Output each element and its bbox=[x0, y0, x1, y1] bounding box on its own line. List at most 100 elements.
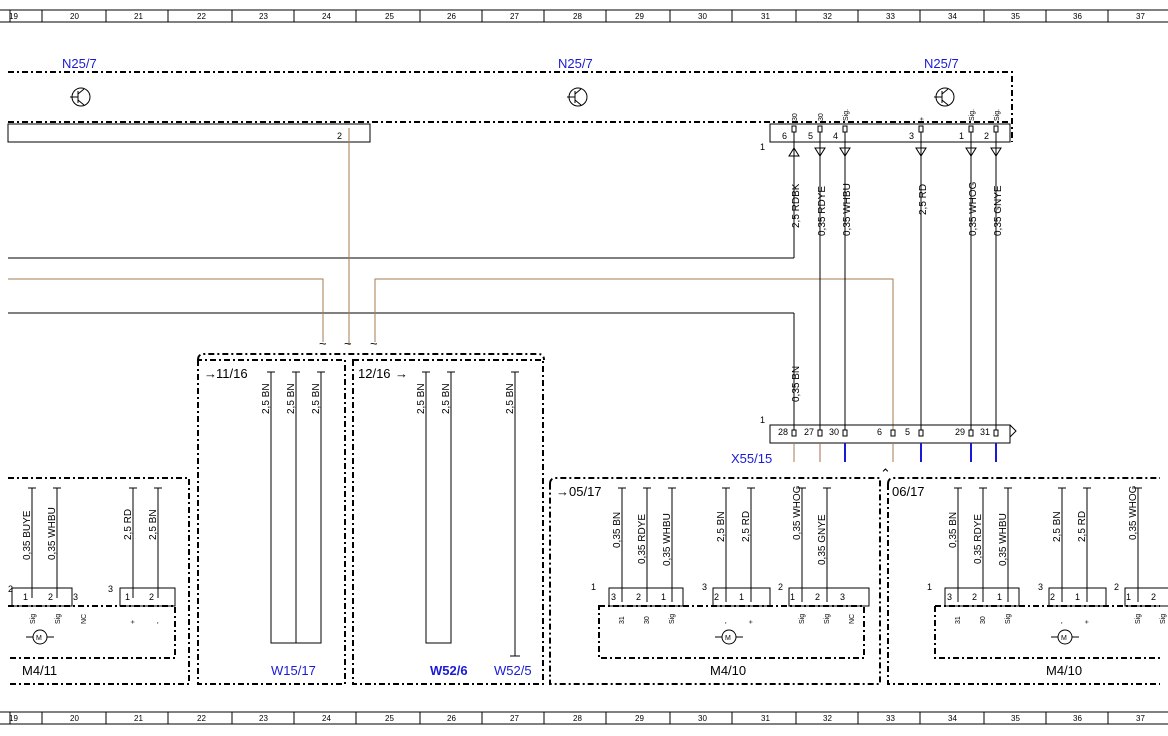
connector-number: 1 bbox=[760, 415, 765, 425]
pin-label: 1 bbox=[997, 592, 1002, 602]
pin-type: 30 bbox=[818, 113, 825, 121]
pin-label: 1 bbox=[959, 131, 964, 141]
wire-label: 0,35 WHBU bbox=[47, 507, 58, 560]
w52-6-label[interactable]: W52/6 bbox=[430, 663, 468, 678]
ruler-number: 32 bbox=[823, 12, 832, 21]
pin-label: 3 bbox=[73, 592, 78, 602]
wire-brown-left[interactable] bbox=[8, 278, 324, 342]
m4-11-motor-box bbox=[8, 605, 176, 659]
m4-10-motor-box-a bbox=[598, 605, 865, 659]
ruler-number: 36 bbox=[1073, 714, 1082, 723]
connector-strip-right bbox=[769, 123, 1011, 143]
conn-num: 2 bbox=[8, 584, 13, 594]
ruler-number: 21 bbox=[134, 12, 143, 21]
ruler-number: 29 bbox=[635, 12, 644, 21]
ruler-number: 33 bbox=[886, 714, 895, 723]
pin-label: 4 bbox=[833, 131, 838, 141]
ruler-number: 23 bbox=[259, 12, 268, 21]
wire-brown-right[interactable] bbox=[374, 278, 894, 430]
pin-label: 1 bbox=[125, 592, 130, 602]
pin-label: 2 bbox=[972, 592, 977, 602]
arrow-icon: → bbox=[204, 366, 217, 381]
pin-label: 6 bbox=[877, 427, 882, 437]
wire-label: 0,35 WHBU bbox=[842, 183, 853, 236]
pin-type: - bbox=[1059, 621, 1066, 624]
transistor-icon bbox=[70, 87, 91, 107]
wire-label: 0,35 WHOG bbox=[968, 181, 979, 236]
break-icon: ⌃ bbox=[880, 466, 891, 481]
conn-num: 3 bbox=[108, 584, 113, 594]
pin-contact bbox=[968, 125, 974, 133]
m4-11-label[interactable]: M4/11 bbox=[22, 663, 57, 678]
pin-contact bbox=[842, 125, 848, 133]
m4-10-label-b[interactable]: M4/10 bbox=[1046, 663, 1082, 678]
pin-contact bbox=[968, 429, 974, 437]
ruler-number: 19 bbox=[9, 714, 18, 723]
pin-label: 2 bbox=[149, 592, 154, 602]
ruler-number: 33 bbox=[886, 12, 895, 21]
m4-11-box bbox=[8, 477, 190, 685]
conn-num: 1 bbox=[591, 582, 596, 592]
ruler-number: 37 bbox=[1136, 714, 1145, 723]
w15-17-label[interactable]: W15/17 bbox=[271, 663, 316, 678]
wire-label: 0,35 BUYE bbox=[22, 510, 33, 560]
pin-label: 5 bbox=[905, 427, 910, 437]
pin-label: 2 bbox=[48, 592, 53, 602]
pin-label: 3 bbox=[611, 592, 616, 602]
ruler-number: 22 bbox=[197, 12, 206, 21]
x55-15-label[interactable]: X55/15 bbox=[731, 451, 772, 466]
wire-label: 0,35 GNYE bbox=[993, 185, 1004, 236]
pin-contact bbox=[842, 429, 848, 437]
wire-label: 0,35 BN bbox=[791, 366, 802, 402]
pin-label: 30 bbox=[829, 427, 839, 437]
conn-num: 2 bbox=[778, 582, 783, 592]
pin-type: 31 bbox=[619, 616, 626, 624]
pin-type: Sig bbox=[1135, 614, 1142, 624]
pin-type: Sig bbox=[30, 614, 37, 624]
page-ref[interactable]: 12/16 bbox=[358, 366, 391, 381]
wire-label: 2,5 BN bbox=[1052, 511, 1063, 542]
pin-label: 28 bbox=[778, 427, 788, 437]
page-ref[interactable]: 11/16 bbox=[216, 366, 248, 381]
pin-type: Sig bbox=[824, 614, 831, 624]
pin-label: 2 bbox=[337, 131, 342, 141]
pin-contact bbox=[890, 429, 896, 437]
pin-label: 3 bbox=[947, 592, 952, 602]
ruler-number: 36 bbox=[1073, 12, 1082, 21]
w15-17-splice bbox=[270, 420, 322, 644]
pin-type: + bbox=[130, 620, 137, 624]
wire-label: 2,5 BN bbox=[311, 383, 322, 414]
n25-7-label-b[interactable]: N25/7 bbox=[558, 56, 593, 71]
wire-label: 2,5 RD bbox=[918, 184, 929, 215]
ruler-number: 25 bbox=[385, 12, 394, 21]
motor-icon: M bbox=[26, 629, 54, 645]
pin-label: 1 bbox=[23, 592, 28, 602]
pin-label: 31 bbox=[980, 427, 990, 437]
wire-label: 0,35 WHBU bbox=[998, 513, 1009, 566]
w15-17-box bbox=[197, 359, 346, 685]
ruler-number: 21 bbox=[134, 714, 143, 723]
ruler-number: 34 bbox=[948, 714, 957, 723]
page-ref[interactable]: 05/17 bbox=[569, 484, 602, 499]
wire-label: 2,5 BN bbox=[286, 383, 297, 414]
svg-text:M: M bbox=[36, 635, 42, 642]
m4-10-label-a[interactable]: M4/10 bbox=[710, 663, 746, 678]
motor-icon: M bbox=[1051, 629, 1079, 645]
motor-icon: M bbox=[715, 629, 743, 645]
wire-break: ~ bbox=[370, 336, 378, 351]
n25-7-label-c[interactable]: N25/7 bbox=[924, 56, 959, 71]
w52-5-label[interactable]: W52/5 bbox=[494, 663, 532, 678]
conn-num: 3 bbox=[1038, 582, 1043, 592]
ruler-number: 35 bbox=[1011, 714, 1020, 723]
ruler-number: 29 bbox=[635, 714, 644, 723]
wire-label: 0,35 WHOG bbox=[792, 485, 803, 540]
wire-label: 0,35 WHBU bbox=[662, 513, 673, 566]
conn-num: 2 bbox=[1114, 582, 1119, 592]
wire-label: 2,5 BN bbox=[148, 509, 159, 540]
n25-7-label-a[interactable]: N25/7 bbox=[62, 56, 97, 71]
x55-15-connector bbox=[769, 424, 1011, 444]
ruler-number: 35 bbox=[1011, 12, 1020, 21]
pin-label: 5 bbox=[808, 131, 813, 141]
page-ref[interactable]: 06/17 bbox=[892, 484, 925, 499]
